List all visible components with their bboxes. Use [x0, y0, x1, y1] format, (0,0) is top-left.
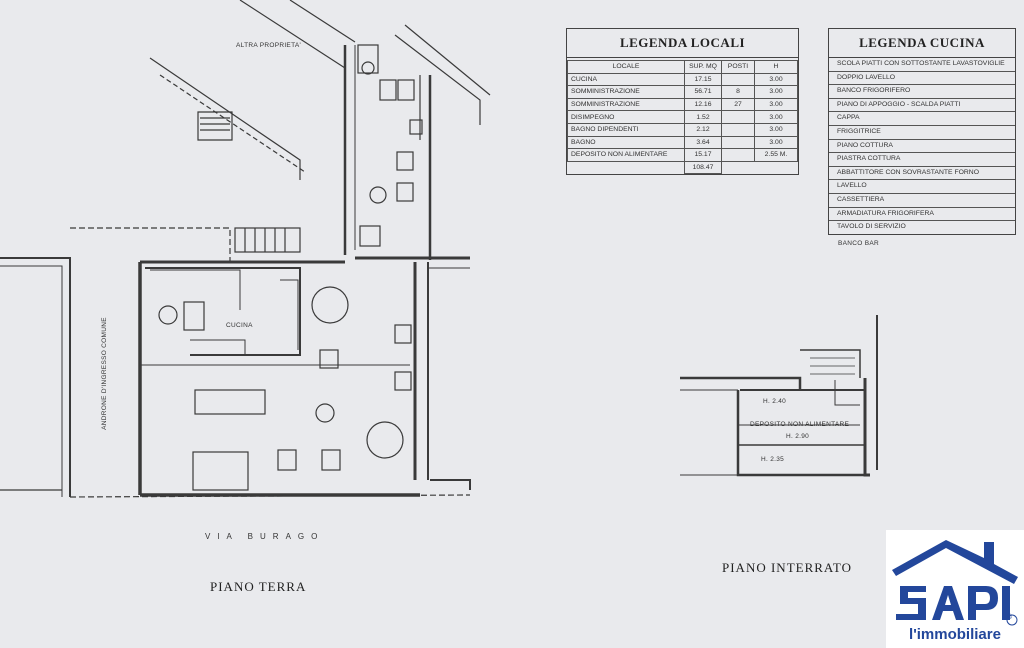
basement-height-2: H. 2.90 [786, 433, 810, 440]
cell-seats [721, 72, 755, 87]
cell-height: 3.00 [754, 72, 798, 87]
legend-kitchen-title: LEGENDA CUCINA [829, 29, 1015, 58]
list-item: CAPPA [829, 112, 1015, 126]
cell-seats [721, 135, 755, 150]
list-item: DOPPIO LAVELLO [829, 72, 1015, 86]
cell-seats [721, 110, 755, 124]
table-total-row: 108.47 [568, 160, 798, 175]
cell-height: 2.55 M. [754, 148, 798, 162]
cell-area: 56.71 [684, 85, 722, 99]
list-item: PIANO DI APPOGGIO - SCALDA PIATTI [829, 99, 1015, 113]
cell-total-area: 108.47 [684, 160, 722, 175]
table-row: DEPOSITO NON ALIMENTARE 15.17 2.55 M. [567, 148, 798, 162]
basement-room-label: DEPOSITO NON ALIMENTARE [750, 421, 850, 428]
list-item: PIASTRA COTTURA [829, 153, 1015, 167]
label-kitchen: CUCINA [226, 322, 253, 329]
cell-area: 1.52 [684, 110, 722, 124]
header-cell: SUP. MQ [684, 60, 722, 74]
cell-room: CUCINA [567, 72, 685, 87]
table-header-row: LOCALE SUP. MQ POSTI H [567, 60, 798, 74]
legend-rooms: LEGENDA LOCALI LOCALE SUP. MQ POSTI H CU… [566, 28, 799, 176]
house-logo-icon [892, 540, 1018, 626]
cell-area: 17.15 [684, 72, 722, 87]
cell-height: 3.00 [754, 122, 798, 137]
cell-room: SOMMINISTRAZIONE [567, 85, 685, 99]
registered-mark: ® [1007, 614, 1013, 621]
cell-room: DISIMPEGNO [567, 110, 685, 124]
wall-line [149, 57, 301, 180]
legend-kitchen: LEGENDA CUCINA SCOLA PIATTI CON SOTTOSTA… [828, 28, 1016, 235]
legend-rooms-table: LOCALE SUP. MQ POSTI H CUCINA 17.15 3.00… [567, 60, 798, 175]
list-item: FRIGGITRICE [829, 126, 1015, 140]
cell-area: 2.12 [684, 122, 722, 137]
list-item: BANCO FRIGORIFERO [829, 85, 1015, 99]
basement-height-3: H. 2.35 [761, 456, 785, 463]
cell-room: SOMMINISTRAZIONE [567, 97, 685, 112]
cell-seats [721, 148, 755, 162]
cell-seats [721, 122, 755, 137]
cell-area: 15.17 [684, 148, 722, 162]
legend-kitchen-last-item: BANCO BAR [838, 240, 879, 247]
cell-seats: 8 [721, 85, 755, 99]
sapi-logo: ® l'immobiliare [886, 530, 1024, 648]
basement-height-1: H. 2.40 [763, 398, 787, 405]
label-entrance-hall: ANDRONE D'INGRESSO COMUNE [100, 317, 108, 430]
list-item: ABBATTITORE CON SOVRASTANTE FORNO [829, 167, 1015, 181]
list-item: PIANO COTTURA [829, 140, 1015, 154]
cell-room: BAGNO [567, 135, 685, 150]
table-row: SOMMINISTRAZIONE 12.16 27 3.00 [567, 97, 798, 112]
legend-kitchen-list: SCOLA PIATTI CON SOTTOSTANTE LAVASTOVIGL… [829, 58, 1015, 234]
legend-rooms-title: LEGENDA LOCALI [567, 29, 798, 58]
cell-room: DEPOSITO NON ALIMENTARE [567, 148, 685, 162]
header-cell: LOCALE [567, 60, 685, 74]
table-row: DISIMPEGNO 1.52 3.00 [567, 110, 798, 124]
cell-seats: 27 [721, 97, 755, 112]
logo-wordmark: l'immobiliare [909, 626, 1001, 643]
list-item: LAVELLO [829, 180, 1015, 194]
list-item: CASSETTIERA [829, 194, 1015, 208]
cell-area: 12.16 [684, 97, 722, 112]
table-row: BAGNO DIPENDENTI 2.12 3.00 [567, 122, 798, 137]
cell-room: BAGNO DIPENDENTI [567, 122, 685, 137]
table-row: BAGNO 3.64 3.00 [567, 135, 798, 150]
title-ground-floor: PIANO TERRA [210, 579, 307, 594]
header-cell: H [754, 60, 798, 74]
label-street: VIA BURAGO [205, 532, 325, 541]
cell-height: 3.00 [754, 97, 798, 112]
title-basement: PIANO INTERRATO [722, 560, 852, 575]
cell-area: 3.64 [684, 135, 722, 150]
list-item: ARMADIATURA FRIGORIFERA [829, 208, 1015, 222]
table-row: CUCINA 17.15 3.00 [567, 72, 798, 87]
list-item: TAVOLO DI SERVIZIO [837, 223, 906, 231]
list-item: SCOLA PIATTI CON SOTTOSTANTE LAVASTOVIGL… [829, 58, 1015, 72]
cell-height: 3.00 [754, 85, 798, 99]
table-row: SOMMINISTRAZIONE 56.71 8 3.00 [567, 85, 798, 99]
label-other-property: ALTRA PROPRIETA' [236, 42, 302, 49]
header-cell: POSTI [721, 60, 755, 74]
cell-height: 3.00 [754, 110, 798, 124]
cell-height: 3.00 [754, 135, 798, 150]
